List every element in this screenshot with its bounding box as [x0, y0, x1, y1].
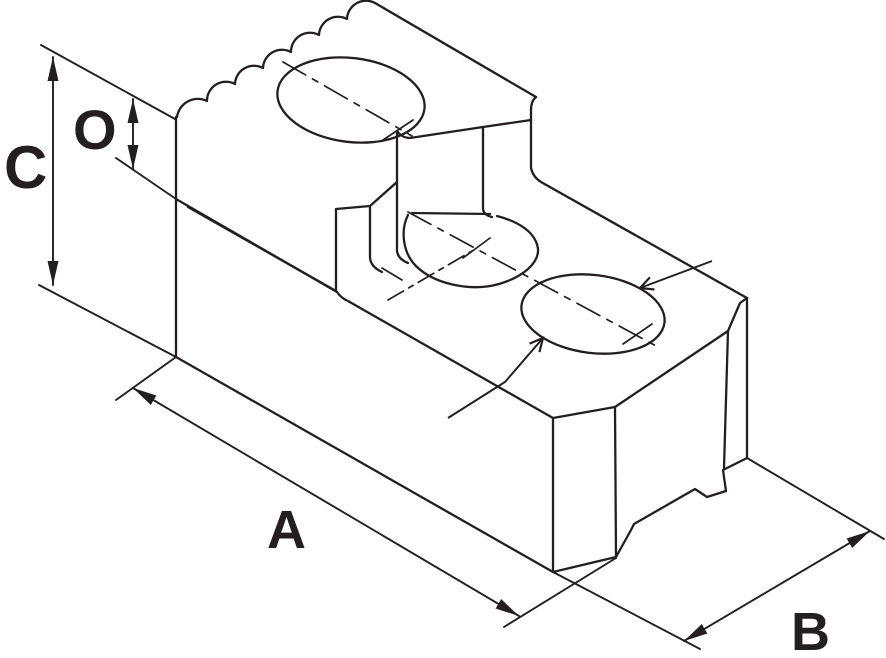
leader-arrow-upper-right: [640, 260, 713, 288]
hole-leader-arrows: [447, 260, 713, 419]
dimension-o: [115, 98, 177, 200]
kidney-wall-base: [410, 211, 492, 216]
right-mounting-hole: [520, 273, 666, 355]
dim-label-c: C: [4, 134, 47, 201]
serration-scallops: [175, 0, 538, 119]
serration-root-line: [174, 197, 555, 420]
extension-line: [115, 356, 177, 401]
dim-label-b: B: [791, 602, 830, 658]
serration-shoulder-line: [186, 205, 338, 293]
dimension-b: [552, 457, 885, 650]
extension-line: [552, 571, 701, 650]
part-outline: [174, 0, 749, 574]
leader-arrow-lower-left: [447, 338, 543, 419]
clamping-step: [334, 118, 533, 292]
rear-top-edge: [529, 95, 749, 300]
dimension-line-a: [132, 387, 520, 617]
left-mounting-hole: [276, 56, 426, 144]
extension-line: [503, 557, 617, 628]
extension-line: [40, 44, 176, 120]
right-hole-center-tick: [622, 323, 653, 345]
left-hole-centerline: [282, 61, 413, 137]
centerlines: [282, 61, 659, 348]
slot-cross-tick: [381, 267, 403, 281]
slot-cross-centerline: [387, 250, 473, 301]
extension-line: [38, 284, 177, 358]
slot-center-tick: [462, 237, 491, 259]
front-chamfer: [551, 405, 618, 574]
dimension-c: [38, 44, 177, 358]
slot-hole-centerline: [407, 211, 659, 348]
dimension-line-b: [683, 530, 871, 642]
kidney-relief-slot: [402, 213, 540, 289]
body-silhouette: [174, 115, 749, 574]
dimension-a: [115, 356, 617, 628]
dim-label-o: O: [73, 98, 117, 161]
extension-line: [115, 157, 177, 200]
dim-label-a: A: [267, 500, 306, 560]
left-hole-center-tick: [382, 119, 414, 141]
right-face-edges: [613, 296, 749, 470]
extension-line: [746, 457, 885, 540]
